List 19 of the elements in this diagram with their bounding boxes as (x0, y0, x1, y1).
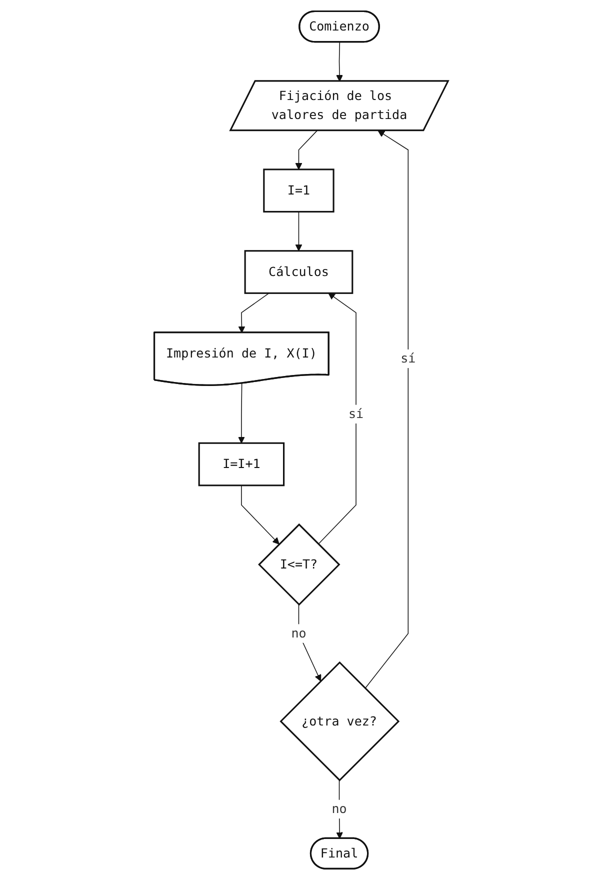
arrow (365, 130, 409, 689)
edge-label: no (292, 626, 307, 641)
arrow (238, 383, 246, 444)
node-box: Cálculos (244, 250, 354, 294)
arrow (238, 292, 270, 334)
edge-label: sí (400, 350, 416, 366)
node-box: I=I+1 (198, 442, 285, 486)
node-diamond: I<=T? (258, 523, 341, 606)
arrow (241, 485, 280, 544)
node-diamond: ¿otra vez? (280, 661, 400, 782)
arrow (296, 130, 318, 170)
arrow (296, 211, 302, 252)
edge-label: sí (348, 406, 364, 422)
arrow (318, 292, 357, 545)
node-box: I=1 (263, 168, 335, 213)
arrow (298, 604, 322, 682)
edge-label: no (332, 801, 348, 816)
arrow (336, 42, 344, 82)
arrow (336, 780, 344, 839)
